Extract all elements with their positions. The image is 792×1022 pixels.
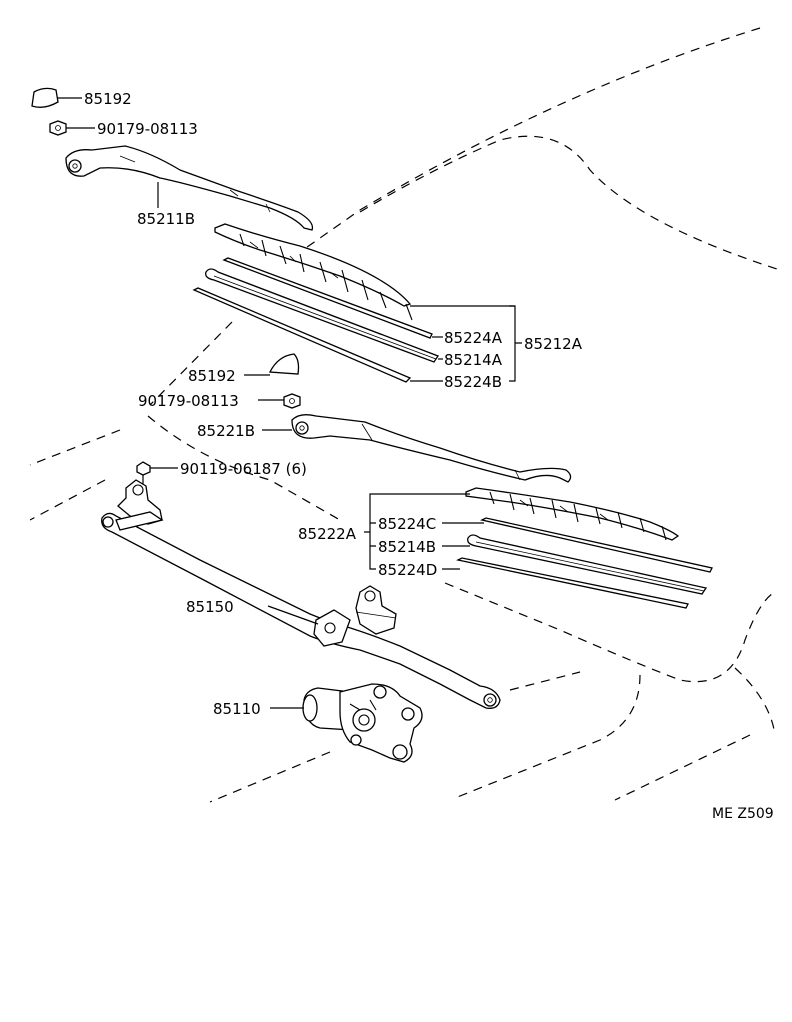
label-insert-a1: 85224A: [444, 329, 503, 347]
wiper-cap-upper: [31, 87, 59, 108]
label-insert-d: 85224D: [378, 561, 437, 579]
wiper-blade-frame-right: [465, 487, 680, 541]
label-insert-c: 85224C: [378, 515, 436, 533]
blade-rubber-a: [205, 268, 439, 363]
blade-insert-c: [480, 517, 713, 573]
label-arm-right: 85221B: [197, 422, 255, 440]
blade-insert-a: [222, 257, 433, 339]
blade-insert-b: [192, 287, 412, 383]
pivot-right: [355, 585, 397, 635]
label-nut-upper: 90179-08113: [97, 120, 198, 138]
wiper-arm-left: [65, 145, 314, 231]
label-arm-left: 85211B: [137, 210, 195, 228]
label-insert-b: 85224B: [444, 373, 502, 391]
label-rubber-b: 85214B: [378, 538, 436, 556]
label-nut-lower: 90179-08113: [138, 392, 239, 410]
label-blade-assy-right: 85222A: [298, 525, 357, 543]
nut-lower: [283, 393, 301, 409]
diagram-code: ME Z509: [712, 806, 774, 822]
label-motor: 85110: [213, 700, 261, 718]
label-blade-assy-a: 85212A: [524, 335, 583, 353]
wiper-link-assembly: [101, 511, 501, 709]
label-rubber-a: 85214A: [444, 351, 503, 369]
bolt: [136, 461, 151, 484]
wiper-cap-lower: [268, 353, 300, 375]
label-link: 85150: [186, 598, 234, 616]
bracket-blade-assy-a: [509, 305, 522, 382]
wiper-blade-frame-a: [214, 223, 413, 321]
wiper-arm-right: [291, 414, 572, 483]
blade-insert-d: [456, 557, 689, 609]
label-cap-lower: 85192: [188, 367, 236, 385]
label-cap-upper: 85192: [84, 90, 132, 108]
label-bolt: 90119-06187 (6): [180, 460, 307, 478]
bracket-blade-assy-right: [364, 493, 470, 570]
nut-upper: [49, 120, 67, 136]
wiper-motor: [302, 683, 423, 763]
windshield-outline: [29, 27, 781, 803]
